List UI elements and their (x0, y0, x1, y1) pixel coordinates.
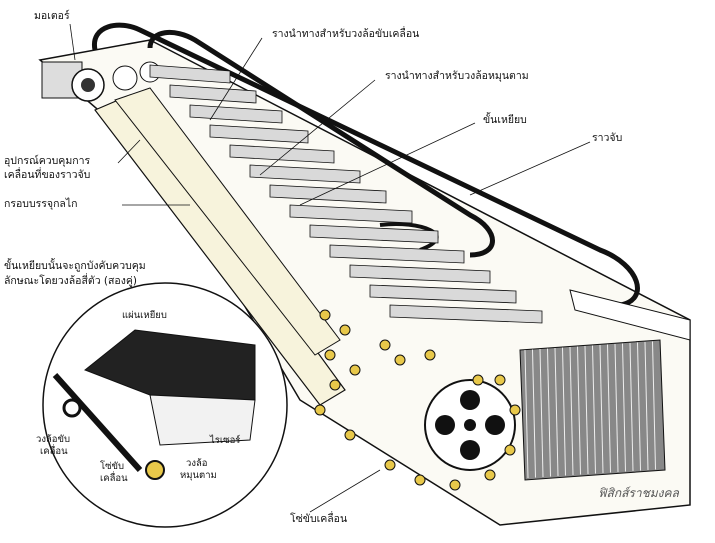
step (349, 264, 491, 284)
chain-roller (339, 324, 351, 336)
chain-roller (319, 309, 331, 321)
chain-roller (384, 459, 396, 471)
step-stack-lines (524, 341, 656, 479)
inset-riser (149, 394, 256, 446)
step (289, 204, 413, 224)
chain-roller (472, 374, 484, 386)
label-truss: กรอบบรรจุกลไก (4, 198, 78, 210)
label-drive-wheel-1: วงล้อขับ (36, 434, 71, 445)
label-trailer-guide: รางนำทางสำหรับวงล้อหมุนตาม (385, 70, 529, 82)
inset-drive-wheel (62, 398, 82, 418)
lower-drive-wheel (424, 379, 516, 471)
handrail-loop (92, 22, 640, 308)
label-step: ขั้นเหยียบ (483, 114, 527, 126)
step-stack-line (547, 348, 551, 477)
label-step-tread: แผ่นเหยียบ (122, 310, 167, 321)
drive-chain-rollers (314, 309, 521, 491)
label-motor: มอเตอร์ (34, 10, 70, 22)
chain-roller (349, 364, 361, 376)
balustrade-end (569, 289, 691, 341)
chain-roller (314, 404, 326, 416)
step-stack-line (607, 344, 611, 473)
step (189, 104, 283, 124)
label-handrail-ctrl-2: เคลื่อนที่ของราวจับ (4, 169, 91, 181)
chain-roller (344, 429, 356, 441)
step (229, 144, 335, 164)
label-trailer-wheel-1: วงล้อ (186, 458, 208, 469)
label-drive-chain: โซ่ขับเคลื่อน (290, 513, 348, 525)
step (369, 284, 517, 304)
step-stack-line (652, 341, 656, 470)
label-step-note-1: ขั้นเหยียบนั้นจะถูกบังคับควบคุม (4, 260, 146, 272)
label-chain-small-2: เคลื่อน (100, 473, 128, 484)
step (249, 164, 361, 184)
step (329, 244, 465, 264)
step-stack-line (592, 345, 596, 474)
chain-roller (329, 379, 341, 391)
step-stack-line (622, 343, 626, 472)
chain-roller (379, 339, 391, 351)
step-stack-line (569, 346, 574, 476)
step-stack-line (532, 349, 536, 478)
step-stack (519, 339, 666, 481)
step-stack-line (577, 346, 581, 475)
label-trailer-wheel-2: หมุนตาม (180, 470, 217, 481)
step-stack-line (614, 343, 619, 473)
label-handrail: ราวจับ (592, 132, 623, 144)
escalator-steps (149, 64, 543, 324)
handrail-return (379, 222, 439, 252)
chain-roller (324, 349, 336, 361)
step-stack-line (599, 344, 604, 474)
leader-lines (69, 23, 591, 513)
step (149, 64, 231, 84)
watermark: ฟิสิกส์ราชมงคล (598, 486, 679, 500)
step-detail-inset (42, 282, 288, 528)
side-frame-rail-2 (114, 87, 341, 356)
chain-roller (509, 404, 521, 416)
step-stack-line (584, 345, 589, 475)
label-drive-guide: รางนำทางสำหรับวงล้อขับเคลื่อน (272, 28, 420, 40)
label-handrail-ctrl-1: อุปกรณ์ควบคุมการ (4, 155, 91, 167)
chain-roller (504, 444, 516, 456)
label-chain-small-1: โซ่ขับ (100, 461, 125, 472)
chain-roller (494, 374, 506, 386)
handrail-inner (147, 29, 495, 258)
inset-tread (84, 329, 256, 401)
step-stack-line (629, 342, 634, 472)
chain-roller (424, 349, 436, 361)
label-drive-wheel-2: เคลื่อน (40, 446, 68, 457)
inset-chain (52, 372, 143, 473)
step-stack-line (637, 342, 641, 471)
label-step-note-2: ลักษณะโดยวงล้อสี่ตัว (สองคู่) (4, 275, 137, 287)
step (309, 224, 439, 244)
step (389, 304, 543, 324)
step-stack-line (562, 347, 566, 476)
step (209, 124, 309, 144)
step-stack-line (554, 347, 559, 477)
label-riser: ไรเซอร์ (210, 435, 241, 446)
chain-roller (484, 469, 496, 481)
step-stack-line (524, 349, 529, 479)
step-stack-line (539, 348, 544, 478)
step-stack-line (644, 341, 649, 471)
inset-trailer-wheel (145, 460, 165, 480)
step (269, 184, 387, 204)
chain-roller (394, 354, 406, 366)
chain-roller (414, 474, 426, 486)
chain-roller (449, 479, 461, 491)
step (169, 84, 257, 104)
